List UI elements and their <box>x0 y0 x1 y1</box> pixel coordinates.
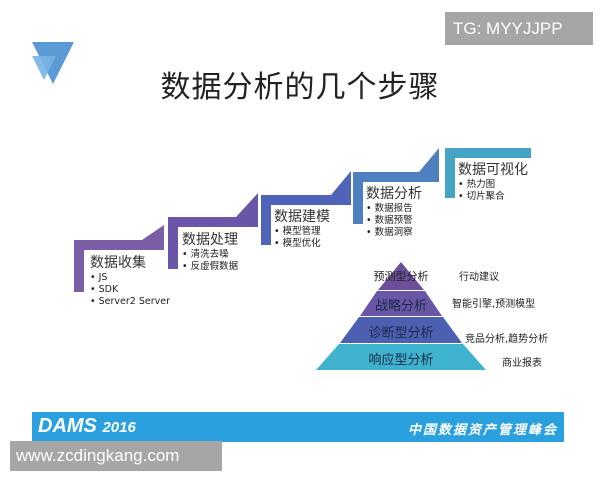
step-item: 反虚假数据 <box>182 261 239 273</box>
step-label: 数据分析 <box>366 186 422 202</box>
pyramid-note-trend: 竞品分析,趋势分析 <box>465 334 549 345</box>
step-data-modeling: 数据建模 模型管理 模型优化 <box>261 171 351 255</box>
banner-brand-name: DAMS <box>38 415 97 437</box>
pyramid-note-action: 行动建议 <box>459 272 499 283</box>
step-item: JS <box>90 272 170 284</box>
step-items: 模型管理 模型优化 <box>274 226 321 250</box>
step-items: JS SDK Server2 Server <box>90 272 170 308</box>
watermark-bottom: www.zcdingkang.com <box>10 441 222 471</box>
pyramid-level-strategic: 战略分析 <box>374 299 427 314</box>
logo-triangles-icon <box>32 42 74 84</box>
arrow-step-icon <box>331 171 351 195</box>
step-data-analysis: 数据分析 数据报告 数据预警 数据洞察 <box>353 148 439 252</box>
banner-year: 2016 <box>102 419 136 436</box>
pyramid-note-engine: 智能引擎,预测模型 <box>452 299 536 310</box>
step-data-visualization: 数据可视化 热力图 切片聚合 <box>445 148 531 208</box>
step-item: 模型管理 <box>274 226 321 238</box>
step-items: 热力图 切片聚合 <box>458 179 505 203</box>
step-items: 清洗去噪 反虚假数据 <box>182 249 239 273</box>
step-item: SDK <box>90 284 170 296</box>
step-label: 数据建模 <box>274 209 330 225</box>
step-label: 数据可视化 <box>458 162 528 178</box>
banner-tagline: 中国数据资产管理峰会 <box>407 423 558 438</box>
step-data-collection: 数据收集 JS SDK Server2 Server <box>74 225 170 320</box>
step-data-processing: 数据处理 清洗去噪 反虚假数据 <box>168 193 258 277</box>
arrow-step-icon <box>236 193 258 217</box>
step-item: 热力图 <box>458 179 505 191</box>
analysis-pyramid: 预测型分析 战略分析 诊断型分析 响应型分析 <box>316 262 486 370</box>
step-label: 数据收集 <box>90 255 146 271</box>
step-items: 数据报告 数据预警 数据洞察 <box>366 203 413 239</box>
arrow-step-icon <box>142 225 164 240</box>
step-item: 数据报告 <box>366 203 413 215</box>
arrow-step-icon <box>419 148 439 172</box>
pyramid-note-report: 商业报表 <box>502 358 542 369</box>
pyramid-level-diagnostic: 诊断型分析 <box>368 326 434 341</box>
step-item: 模型优化 <box>274 238 321 250</box>
step-item: Server2 Server <box>90 296 170 308</box>
step-label: 数据处理 <box>182 232 238 248</box>
step-item: 数据预警 <box>366 215 413 227</box>
pyramid-level-responsive: 响应型分析 <box>368 353 434 368</box>
footer-banner: DAMS 2016 中国数据资产管理峰会 <box>32 412 564 442</box>
watermark-top: TG: MYYJJPP <box>445 12 593 45</box>
step-item: 数据洞察 <box>366 227 413 239</box>
banner-brand: DAMS 2016 <box>38 415 136 438</box>
pyramid-level-predictive: 预测型分析 <box>373 270 429 283</box>
step-item: 清洗去噪 <box>182 249 238 261</box>
step-item: 切片聚合 <box>458 191 505 203</box>
page-title: 数据分析的几个步骤 <box>160 70 440 105</box>
